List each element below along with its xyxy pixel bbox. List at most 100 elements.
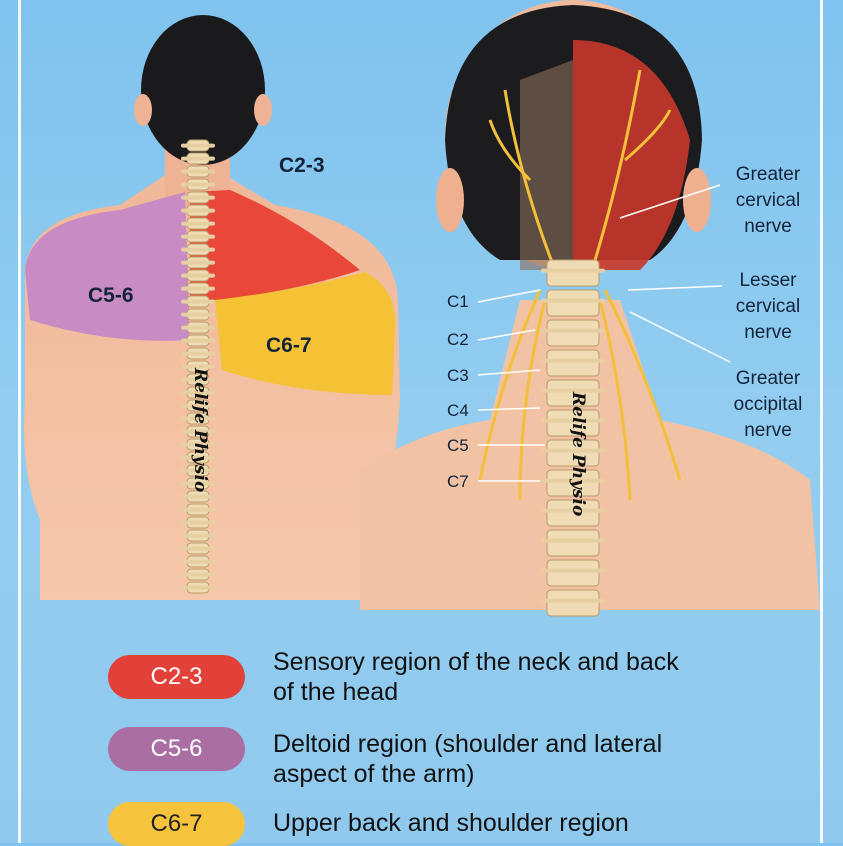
- nerve-label-line: cervical: [735, 190, 801, 211]
- vertebra-label-c4: C4: [447, 401, 469, 420]
- nerve-label-line: nerve: [744, 322, 792, 343]
- vertebra-process: [181, 143, 215, 148]
- legend-text-line: aspect of the arm): [273, 760, 475, 788]
- vertebra-process: [181, 299, 215, 304]
- vertebra-process: [181, 468, 215, 473]
- vertebra-process: [541, 508, 605, 513]
- vertebra-process: [181, 312, 215, 317]
- vertebra-process: [181, 403, 215, 408]
- nerve-label-line: Greater: [735, 164, 801, 185]
- vertebra-label-c2: C2: [447, 330, 469, 349]
- nerve-label-line: occipital: [733, 394, 803, 415]
- vertebra-process: [181, 481, 215, 486]
- vertebra-process: [181, 221, 215, 226]
- vertebra: [546, 379, 600, 407]
- vertebra-process: [181, 559, 215, 564]
- vertebra-process: [181, 533, 215, 538]
- nerve-label-greater-occipital: Greater occipital nerve: [716, 366, 820, 444]
- vertebra-process: [181, 208, 215, 213]
- vertebra: [546, 409, 600, 437]
- legend-pill-c6-7: C6-7: [108, 802, 245, 846]
- vertebra-process: [181, 494, 215, 499]
- nerve-label-line: nerve: [744, 420, 792, 441]
- vertebra: [546, 589, 600, 617]
- spine-left: [181, 139, 215, 594]
- vertebra-process: [181, 520, 215, 525]
- hair: [141, 15, 265, 165]
- vertebra-process: [541, 448, 605, 453]
- watermark-left: Relife Physio: [190, 368, 210, 493]
- vertebra: [546, 559, 600, 587]
- vertebra-process: [181, 416, 215, 421]
- vertebra-process: [541, 568, 605, 573]
- region-label-c5-6: C5-6: [88, 284, 134, 307]
- vertebra-process: [541, 418, 605, 423]
- region-c2-3: [190, 190, 360, 300]
- legend-pill-c2-3: C2-3: [108, 655, 245, 699]
- region-label-c2-3: C2-3: [279, 154, 325, 177]
- vertebra-process: [181, 585, 215, 590]
- frame-right-border: [820, 0, 823, 843]
- spine-right: [541, 259, 605, 617]
- vertebra-process: [181, 286, 215, 291]
- region-label-c6-7: C6-7: [266, 334, 312, 357]
- legend-text-line: Upper back and shoulder region: [273, 809, 629, 837]
- vertebra: [546, 529, 600, 557]
- region-c5-6: [25, 192, 190, 341]
- vertebra-process: [181, 572, 215, 577]
- vertebra-process: [541, 358, 605, 363]
- legend-text-c6-7: Upper back and shoulder region: [273, 808, 629, 838]
- vertebra-label-c1: C1: [447, 292, 469, 311]
- region-c6-7: [215, 272, 396, 395]
- vertebra-process: [181, 429, 215, 434]
- nerve-label-greater-cervical: Greater cervical nerve: [718, 162, 818, 240]
- vertebra-process: [181, 169, 215, 174]
- vertebra-process: [181, 546, 215, 551]
- vertebra: [546, 349, 600, 377]
- vertebra-process: [181, 455, 215, 460]
- vertebra-process: [181, 507, 215, 512]
- vertebra-process: [181, 338, 215, 343]
- legend-pill-c5-6: C5-6: [108, 727, 245, 771]
- vertebra-process: [541, 478, 605, 483]
- frame-left-border: [18, 0, 21, 843]
- vertebra-process: [541, 538, 605, 543]
- vertebra-process: [181, 273, 215, 278]
- nerve-label-line: Greater: [735, 368, 801, 389]
- legend-text-line: of the head: [273, 678, 399, 706]
- legend-text-c2-3: Sensory region of the neck and back of t…: [273, 647, 679, 707]
- vertebra: [546, 499, 600, 527]
- vertebra-process: [181, 442, 215, 447]
- vertebra-process: [181, 325, 215, 330]
- legend-text-line: Deltoid region (shoulder and lateral: [273, 730, 663, 758]
- legend-text-line: Sensory region of the neck and back: [273, 648, 679, 676]
- watermark-right: Relife Physio: [568, 392, 588, 517]
- legend-text-c5-6: Deltoid region (shoulder and lateral asp…: [273, 729, 662, 789]
- vertebra-process: [181, 364, 215, 369]
- vertebra-process: [181, 234, 215, 239]
- leader-lines: [477, 184, 731, 482]
- vertebra-label-c3: C3: [447, 366, 469, 385]
- vertebra-process: [541, 268, 605, 273]
- vertebra-process: [181, 195, 215, 200]
- vertebra-label-c7: C7: [447, 472, 469, 491]
- vertebra: [546, 469, 600, 497]
- vertebra-process: [181, 351, 215, 356]
- vertebra: [546, 439, 600, 467]
- vertebra-process: [181, 156, 215, 161]
- vertebra: [546, 289, 600, 317]
- vertebra-process: [541, 598, 605, 603]
- vertebra-label-c5: C5: [447, 436, 469, 455]
- nerve-label-line: cervical: [735, 296, 801, 317]
- vertebra-process: [181, 182, 215, 187]
- vertebra-process: [181, 247, 215, 252]
- vertebra-process: [181, 260, 215, 265]
- vertebra: [546, 319, 600, 347]
- vertebra-process: [541, 328, 605, 333]
- vertebra-process: [181, 377, 215, 382]
- vertebra-process: [541, 298, 605, 303]
- nerve-label-lesser-cervical: Lesser cervical nerve: [718, 268, 818, 346]
- nerves: [478, 69, 682, 501]
- nerve-label-line: nerve: [744, 216, 792, 237]
